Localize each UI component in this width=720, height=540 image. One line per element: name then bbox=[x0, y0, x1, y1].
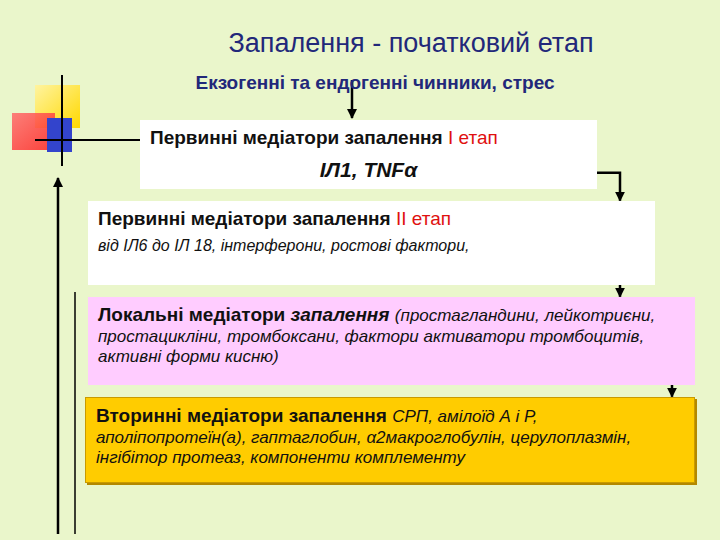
secondary-mediators-box: Вторинні медіатори запаленняСРП, амілоїд… bbox=[85, 397, 695, 483]
stage-tag: ІІ етап bbox=[396, 208, 451, 229]
flow-arrow bbox=[671, 385, 674, 397]
local-mediators-box: Локальні медіаторизапалення(простагланди… bbox=[88, 297, 695, 385]
cause-text: Екзогенні та ендогенні чинники, стрес bbox=[125, 72, 625, 94]
flow-arrow bbox=[619, 285, 622, 297]
box-heading: Локальні медіатори bbox=[98, 304, 285, 325]
slide-title: Запалення - початковий етап bbox=[111, 28, 711, 59]
box-body: ІЛ1, TNFα bbox=[150, 157, 587, 183]
decor-line bbox=[35, 139, 140, 141]
feedback-arrow bbox=[57, 178, 60, 534]
box-heading: Первинні медіатори запалення bbox=[150, 127, 443, 148]
box-heading: Первинні медіатори запалення bbox=[98, 208, 391, 229]
box-body: від ІЛ6 до ІЛ 18, інтерферони, ростові ф… bbox=[98, 236, 645, 256]
decor-line bbox=[61, 75, 63, 166]
blue-square bbox=[47, 118, 72, 152]
stage-tag: І етап bbox=[448, 127, 498, 148]
stage-box: Первинні медіатори запаленняІІ етап від І… bbox=[88, 201, 655, 285]
feedback-line bbox=[74, 292, 76, 534]
stage-box: Первинні медіатори запаленняІ етапІЛ1, T… bbox=[140, 120, 597, 189]
stage-tag: запалення bbox=[291, 304, 390, 325]
flow-arrow bbox=[597, 173, 620, 201]
box-heading: Вторинні медіатори запалення bbox=[96, 405, 387, 426]
